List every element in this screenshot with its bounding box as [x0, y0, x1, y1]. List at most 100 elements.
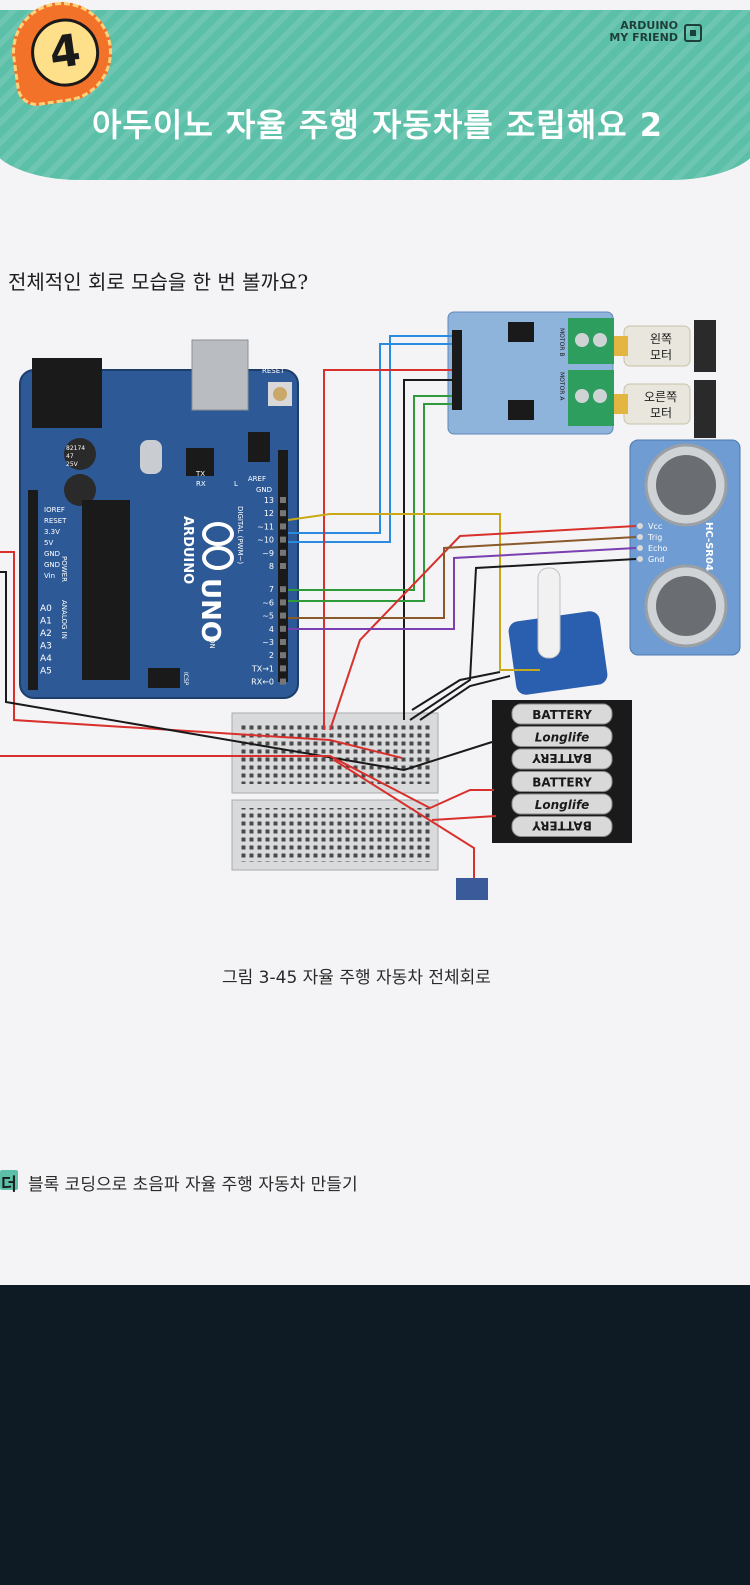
- sensor-pin: [637, 556, 643, 562]
- digital-pin-label: 7: [269, 585, 274, 594]
- chapter-title: 아두이노 자율 주행 자동차를 조립해요 2: [92, 106, 664, 144]
- power-pin-label: IOREF: [44, 506, 65, 514]
- green-wire: [288, 403, 452, 602]
- battery-label: Longlife: [535, 731, 590, 745]
- usb-port: [191, 339, 249, 411]
- cap-text-2: 47: [66, 453, 74, 460]
- brown-wire: [288, 536, 637, 619]
- section-heading: 더 블록 코딩으로 초음파 자율 주행 자동차 만들기: [0, 1170, 358, 1195]
- left-motor-label-2: 모터: [650, 348, 672, 362]
- red-wire: [329, 525, 637, 731]
- battery-cell: [511, 771, 613, 792]
- power-pin-label: GND: [44, 550, 60, 558]
- battery-label: Longlife: [535, 798, 590, 812]
- header-pin: [280, 510, 286, 517]
- sensor-pin: [637, 545, 643, 551]
- left-motor: 왼쪽 모터: [614, 320, 716, 372]
- l-led-label: L: [234, 480, 238, 488]
- figure-caption: 그림 3-45 자율 주행 자동차 전체회로: [222, 968, 491, 988]
- capacitor: [64, 438, 96, 470]
- digital-pin-label: ~3: [262, 638, 274, 647]
- header-pin: [280, 563, 286, 569]
- digital-pin-label: ~5: [262, 612, 274, 621]
- on-label: ON: [208, 638, 216, 649]
- battery-pack: BATTERYLonglifeBATTERYBATTERYLonglifeBAT…: [492, 700, 632, 843]
- circuit-diagram: RESET 82174 47 25V ARDUINO UNO DIGITAL (…: [0, 311, 741, 900]
- header-pin: [280, 652, 286, 659]
- motor-b-terminal: [568, 318, 614, 364]
- driver-header: [452, 330, 462, 410]
- power-jack: [32, 358, 102, 428]
- power-pin-label: Vin: [44, 572, 55, 580]
- red-wire: [431, 815, 497, 821]
- header-pin: [280, 497, 286, 503]
- header-pin: [280, 599, 286, 606]
- digital-pin-label: RX←0: [251, 678, 274, 687]
- power-pin-label: 3.3V: [44, 528, 60, 536]
- section-heading-text: 블록 코딩으로 초음파 자율 주행 자동차 만들기: [28, 1175, 358, 1195]
- right-wheel: [694, 380, 716, 438]
- digital-pin-label: TX→1: [251, 664, 274, 673]
- header-pin: [280, 523, 286, 530]
- black-wire: [403, 379, 452, 720]
- sensor-model: HC-SR04: [703, 522, 714, 571]
- textbook-page: 4 ARDUINO MY FRIEND 아두이노 자율 주행 자동차를 조립해요…: [0, 0, 750, 1285]
- cap-text-1: 82174: [66, 445, 85, 452]
- battery-label: BATTERY: [532, 708, 592, 722]
- brand-line-1: ARDUINO: [620, 19, 678, 32]
- right-motor-label-2: 모터: [650, 406, 672, 420]
- black-wire: [419, 675, 511, 721]
- red-wire: [333, 759, 475, 878]
- analog-pin-label: A5: [40, 667, 52, 677]
- sensor-pin-label: Gnd: [648, 555, 664, 564]
- black-wire: [411, 671, 501, 711]
- tx-label: TX: [195, 470, 205, 478]
- digital-pin-label: 8: [269, 562, 274, 571]
- left-wheel: [694, 320, 716, 372]
- sensor-pin: [637, 523, 643, 529]
- motor-a-terminal: [568, 370, 614, 426]
- breadboard-bottom: [231, 799, 439, 871]
- uno-label: UNO: [195, 578, 225, 643]
- icsp-header-top: [248, 432, 270, 462]
- icsp-label: ICSP: [182, 672, 189, 686]
- red-wire: [0, 551, 403, 759]
- battery-cell: [511, 748, 613, 770]
- power-pin-label: 5V: [44, 539, 53, 547]
- header-pin: [280, 678, 286, 685]
- series-brand: ARDUINO MY FRIEND: [609, 20, 678, 44]
- servo-motor: [508, 567, 608, 695]
- digital-pin-label: ~6: [262, 598, 274, 607]
- sensor-pin-label: Vcc: [648, 522, 662, 531]
- analog-pin-label: A2: [40, 629, 52, 639]
- sensor-pin-label: Echo: [648, 544, 668, 553]
- motor-driver: MOTOR B MOTOR A: [447, 311, 614, 435]
- digital-pin-label: 4: [269, 625, 274, 634]
- section-tag: 더: [0, 1170, 18, 1195]
- analog-pin-label: A3: [40, 642, 52, 652]
- analog-pin-label: A4: [40, 654, 52, 664]
- power-pin-label: RESET: [44, 517, 67, 525]
- header-pin: [280, 665, 286, 672]
- digital-pin-label: 12: [264, 509, 274, 518]
- header-pin: [280, 625, 286, 632]
- header-pin: [280, 549, 286, 556]
- header-pin: [280, 536, 286, 543]
- battery-cell: [511, 726, 613, 747]
- wires: [0, 335, 637, 878]
- sensor-pin: [637, 534, 643, 540]
- power-analog-header: [28, 490, 38, 690]
- chapter-banner: [0, 10, 750, 180]
- aref-label: AREF: [248, 475, 266, 483]
- red-wire: [0, 755, 494, 810]
- black-wire: [0, 571, 493, 772]
- header-pin: [280, 586, 286, 593]
- yellow-wire: [287, 513, 540, 671]
- left-motor-label-1: 왼쪽: [650, 332, 672, 346]
- green-wire: [288, 395, 452, 591]
